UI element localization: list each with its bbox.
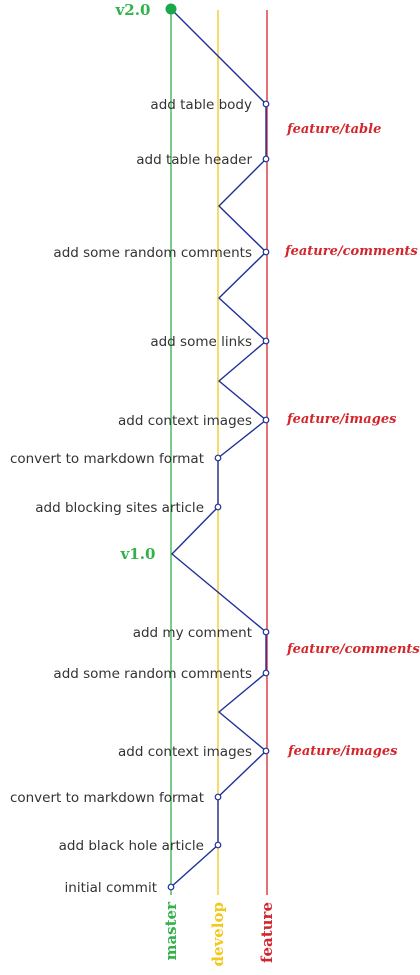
lane-label-feature: feature <box>258 902 276 963</box>
commit-node-c13[interactable] <box>167 883 175 891</box>
lane-label-master: master <box>162 901 180 961</box>
commit-label-c10[interactable]: add context images <box>118 744 252 760</box>
commit-label-c2[interactable]: add table header <box>136 152 252 168</box>
commit-label-c7[interactable]: add blocking sites article <box>35 500 204 516</box>
commit-label-c8[interactable]: add my comment <box>133 625 252 641</box>
tag-label-v2-0: v2.0 <box>115 1 151 19</box>
commit-label-c9[interactable]: add some random comments <box>53 666 252 682</box>
branch-annotation-c8: feature/comments <box>286 642 420 657</box>
commit-label-c13[interactable]: initial commit <box>65 880 157 896</box>
branch-annotation-c3: feature/comments <box>284 244 418 259</box>
commit-node-c12[interactable] <box>214 841 222 849</box>
tag-label-v1-0: v1.0 <box>120 545 156 563</box>
commit-label-c12[interactable]: add black hole article <box>59 838 204 854</box>
commit-node-c8[interactable] <box>262 628 270 636</box>
lane-label-develop: develop <box>209 902 227 966</box>
branch-annotation-c5: feature/images <box>286 412 397 427</box>
commit-node-c11[interactable] <box>214 793 222 801</box>
commit-node-c3[interactable] <box>262 248 270 256</box>
commit-label-c3[interactable]: add some random comments <box>53 245 252 261</box>
commit-node-c10[interactable] <box>262 747 270 755</box>
commit-label-c4[interactable]: add some links <box>150 334 252 350</box>
commit-label-c1[interactable]: add table body <box>150 97 252 113</box>
commit-node-c7[interactable] <box>214 503 222 511</box>
commit-node-c9[interactable] <box>262 669 270 677</box>
commit-node-c4[interactable] <box>262 337 270 345</box>
branch-annotation-c10: feature/images <box>287 744 398 759</box>
commit-node-c1[interactable] <box>262 100 270 108</box>
commit-node-c6[interactable] <box>214 454 222 462</box>
head-commit-dot[interactable] <box>165 3 177 15</box>
branch-annotation-c1: feature/table <box>286 122 381 137</box>
commit-node-c5[interactable] <box>262 416 270 424</box>
commit-label-c5[interactable]: add context images <box>118 413 252 429</box>
commit-node-c2[interactable] <box>262 155 270 163</box>
commit-label-c11[interactable]: convert to markdown format <box>10 790 204 806</box>
commit-label-c6[interactable]: convert to markdown format <box>10 451 204 467</box>
